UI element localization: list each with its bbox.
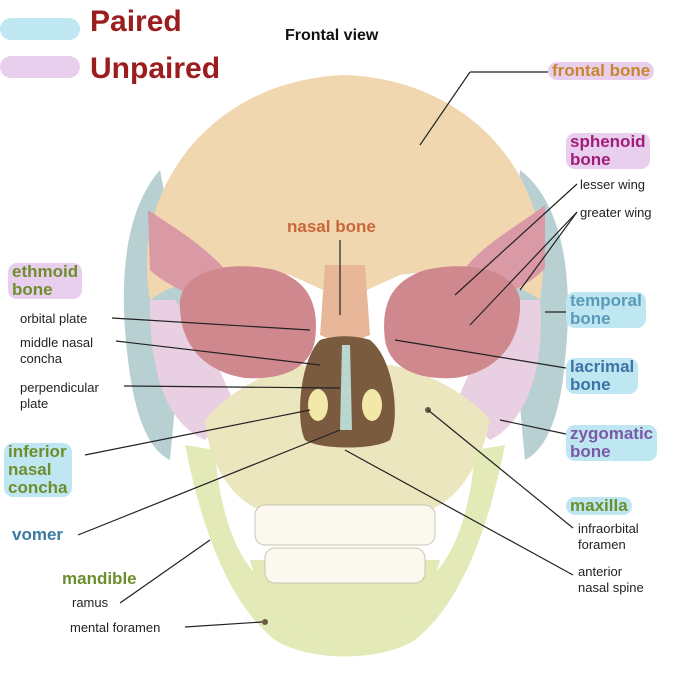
label-mandible: mandible [62,570,137,588]
label-nasal-bone: nasal bone [287,218,376,236]
label-lacrimal-bone: lacrimal bone [566,358,638,394]
label-perpendicular-plate: perpendicular plate [20,380,99,413]
legend-unpaired-swatch [0,56,80,78]
mental-foramen-dot [262,619,268,625]
label-lesser-wing: lesser wing [580,177,645,193]
label-ramus: ramus [72,595,108,611]
label-orbital-plate: orbital plate [20,311,87,327]
legend-unpaired-label: Unpaired [90,53,220,85]
lower-teeth-shape [265,548,425,583]
label-temporal-bone: temporal bone [566,292,646,328]
label-infraorbital-foramen: infraorbital foramen [578,521,639,554]
legend-paired-label: Paired [90,6,182,38]
legend-paired-swatch [0,18,80,40]
label-vomer: vomer [12,526,63,544]
label-greater-wing: greater wing [580,205,652,221]
label-zygomatic-bone: zygomatic bone [566,425,657,461]
label-frontal-bone: frontal bone [548,62,654,80]
label-maxilla: maxilla [566,497,632,515]
label-mental-foramen: mental foramen [70,620,160,636]
nasal-septum-shape [340,345,352,430]
upper-teeth-shape [255,505,435,545]
label-inferior-nasal-concha: inferior nasal concha [4,443,72,497]
leader-mental [185,622,262,627]
inferior-concha-right-shape [362,389,382,421]
label-anterior-nasal-spine: anterior nasal spine [578,564,644,597]
label-ethmoid-bone: ethmoid bone [8,263,82,299]
nasal-bone-shape [320,265,370,345]
label-sphenoid-bone: sphenoid bone [566,133,650,169]
label-middle-nasal-concha: middle nasal concha [20,335,93,368]
inferior-concha-left-shape [308,389,328,421]
page-title: Frontal view [285,28,378,45]
